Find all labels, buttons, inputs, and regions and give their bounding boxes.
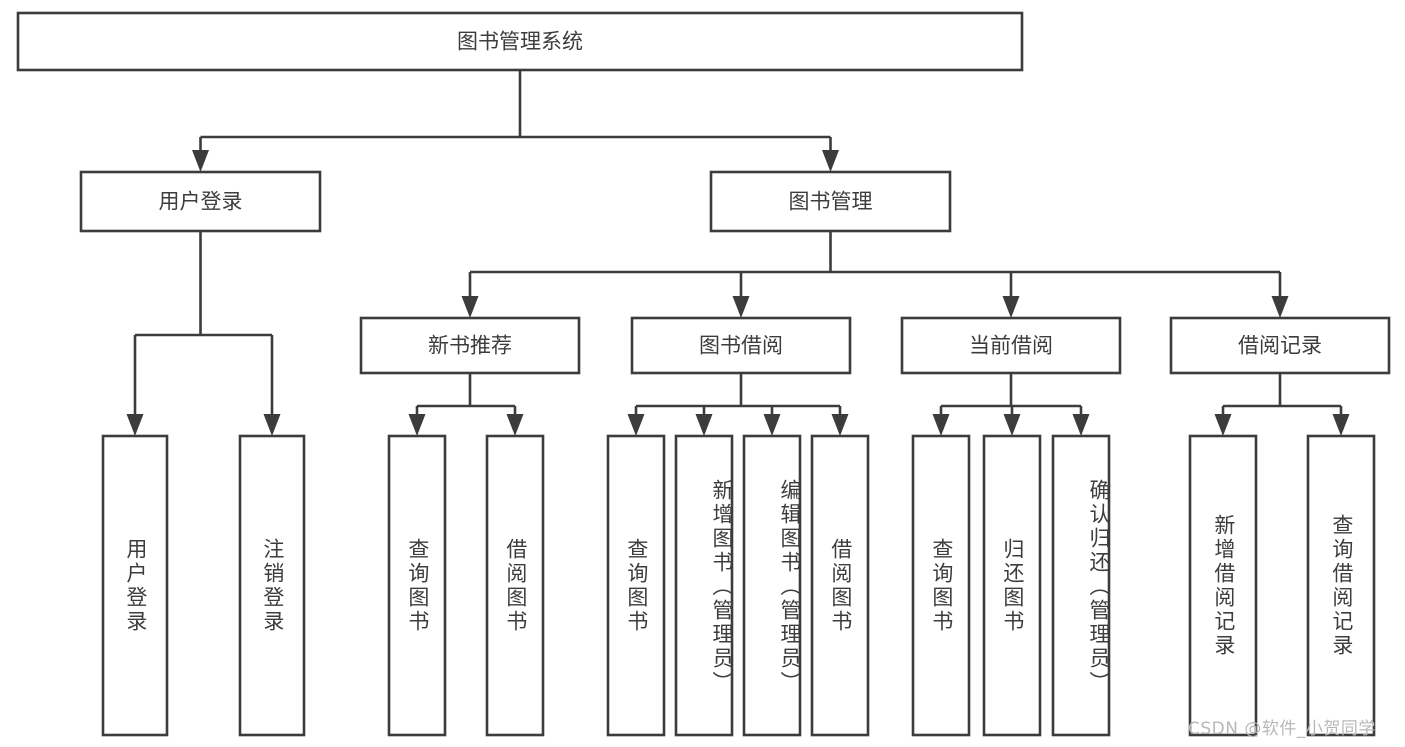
- node-box-add-borrow-record[interactable]: [1188, 434, 1258, 737]
- arrow-head-icon: [461, 296, 479, 318]
- node-label-user-login: 用户登录: [159, 190, 243, 214]
- node-box-borrow-book-1[interactable]: [485, 434, 545, 737]
- node-box-return-book[interactable]: [982, 434, 1042, 737]
- node-box-book-borrow[interactable]: [630, 316, 852, 375]
- node-box-query-book-2[interactable]: [606, 434, 666, 737]
- arrow-head-icon: [506, 414, 524, 436]
- node-box-query-borrow-record[interactable]: [1306, 434, 1376, 737]
- node-box-logout-leaf[interactable]: [238, 434, 306, 737]
- arrow-head-icon: [831, 414, 849, 436]
- node-label-book-management: 图书管理: [789, 190, 873, 214]
- node-label-borrow-record: 借阅记录: [1238, 334, 1322, 358]
- arrow-head-icon: [126, 414, 144, 436]
- arrow-head-icon: [1332, 414, 1350, 436]
- arrow-head-icon: [408, 414, 426, 436]
- node-box-user-login-leaf[interactable]: [101, 434, 169, 737]
- arrow-head-icon: [192, 150, 209, 172]
- node-box-book-management[interactable]: [709, 170, 952, 233]
- arrow-head-icon: [263, 414, 281, 436]
- node-box-confirm-return-admin[interactable]: [1051, 434, 1111, 737]
- arrow-head-icon: [763, 414, 781, 436]
- arrow-head-icon: [1003, 414, 1021, 436]
- node-label-root: 图书管理系统: [457, 30, 583, 54]
- node-box-new-book-recommend[interactable]: [359, 316, 581, 375]
- arrow-head-icon: [627, 414, 645, 436]
- arrow-head-icon: [1271, 296, 1289, 318]
- arrow-head-icon: [822, 150, 839, 172]
- node-label-book-borrow: 图书借阅: [699, 334, 783, 358]
- node-label-current-borrow: 当前借阅: [969, 334, 1053, 358]
- watermark-text: CSDN @软件_小贺同学: [1188, 719, 1376, 739]
- node-box-add-book-admin[interactable]: [674, 434, 734, 737]
- arrow-head-icon: [932, 414, 950, 436]
- connector-layer: [126, 70, 1350, 436]
- arrow-head-icon: [695, 414, 713, 436]
- node-box-current-borrow[interactable]: [900, 316, 1122, 375]
- arrow-head-icon: [1072, 414, 1090, 436]
- node-box-borrow-record[interactable]: [1169, 316, 1391, 375]
- node-box-query-book-1[interactable]: [387, 434, 447, 737]
- node-box-query-book-3[interactable]: [911, 434, 971, 737]
- node-box-root[interactable]: [16, 11, 1024, 72]
- arrow-head-icon: [1214, 414, 1232, 436]
- node-box-edit-book-admin[interactable]: [742, 434, 802, 737]
- node-box-borrow-book-2[interactable]: [810, 434, 870, 737]
- arrow-head-icon: [732, 296, 750, 318]
- node-box-user-login[interactable]: [79, 170, 322, 233]
- node-label-new-book-recommend: 新书推荐: [428, 334, 512, 358]
- arrow-head-icon: [1002, 296, 1020, 318]
